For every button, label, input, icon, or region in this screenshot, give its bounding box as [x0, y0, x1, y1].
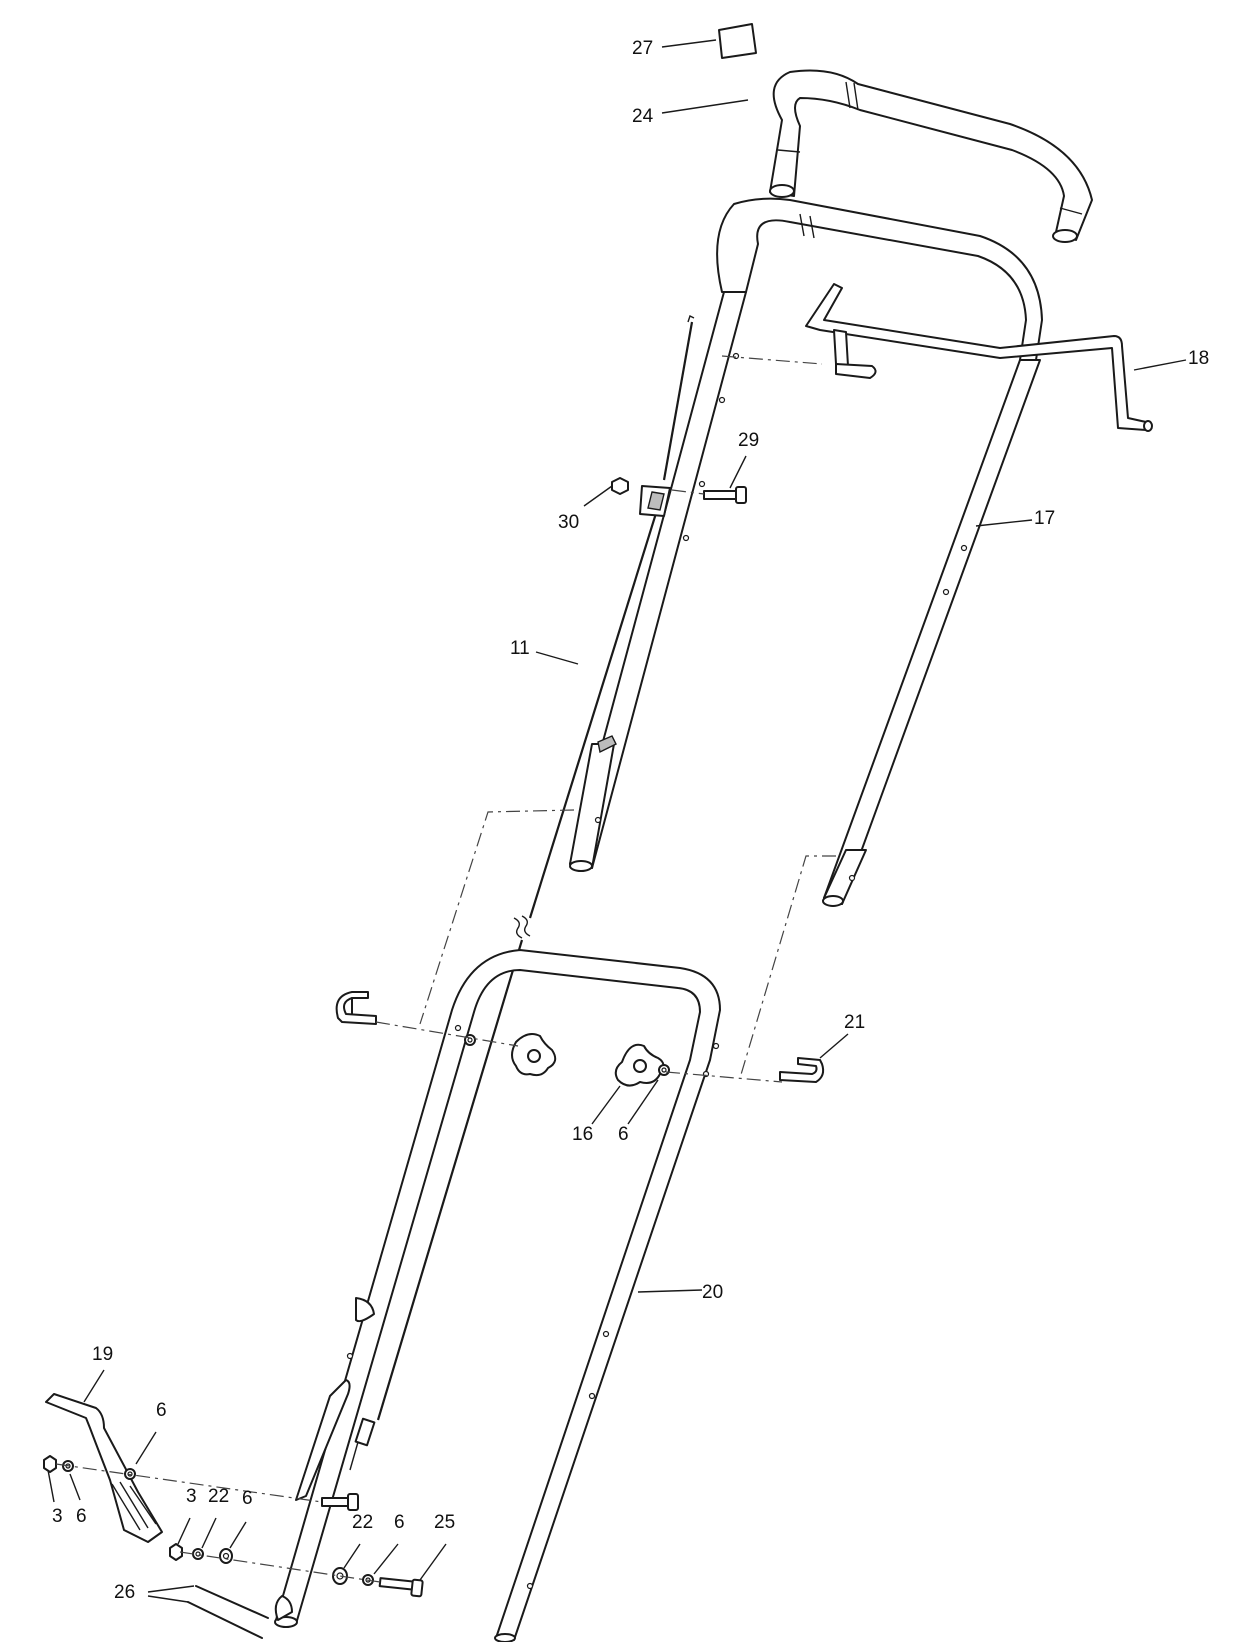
callout-25: 25 — [434, 1512, 455, 1533]
bolt-bracket-mount — [321, 1493, 359, 1511]
callout-20: 20 — [702, 1282, 723, 1303]
part-21-u-bolt-left — [335, 991, 377, 1025]
part-26-cable-ties — [187, 1585, 269, 1639]
callout-6-knob: 6 — [618, 1124, 629, 1145]
callout-30: 30 — [558, 512, 579, 533]
part-19-cable-bracket — [45, 1393, 163, 1543]
part-22-spacer-left — [192, 1548, 204, 1560]
callout-3-left: 3 — [52, 1506, 63, 1527]
part-6-washer-lower-left — [219, 1548, 233, 1564]
part-22-spacer-right — [332, 1567, 348, 1585]
part-25-bolt — [378, 1577, 424, 1598]
leader-lines — [47, 39, 1187, 1603]
callout-6-bracket: 6 — [156, 1400, 167, 1421]
part-17-upper-handle — [569, 197, 1043, 907]
part-24-grip — [769, 69, 1093, 243]
part-27-decal — [718, 23, 757, 59]
callout-24: 24 — [632, 106, 654, 127]
callout-3-lower: 3 — [186, 1486, 197, 1507]
part-11-control-cable — [349, 315, 695, 1471]
callout-6-lower-right: 6 — [394, 1512, 405, 1533]
part-20-lower-handle — [274, 949, 721, 1642]
callout-11: 11 — [510, 638, 530, 659]
callout-19: 19 — [92, 1344, 113, 1365]
part-21-u-bolt-right — [779, 1057, 825, 1083]
callout-22-left: 22 — [208, 1486, 229, 1507]
part-29-bolt — [703, 486, 747, 504]
callout-18: 18 — [1188, 348, 1209, 369]
part-30-cable-clip-nut — [611, 477, 671, 517]
callout-6-left: 6 — [76, 1506, 87, 1527]
part-18-control-bail — [805, 283, 1153, 432]
callout-29: 29 — [738, 430, 759, 451]
callout-6-lower-left: 6 — [242, 1488, 253, 1509]
part-3-nut-left — [43, 1455, 57, 1473]
callout-21: 21 — [844, 1012, 865, 1033]
part-6-washers-upper — [464, 1034, 670, 1076]
callout-labels: 27 24 18 29 30 17 11 21 16 6 20 19 6 3 6… — [52, 38, 1209, 1603]
assembly-lines — [55, 355, 836, 1583]
callout-17: 17 — [1034, 508, 1055, 529]
callout-22-right: 22 — [352, 1512, 373, 1533]
part-3-nut-lower — [169, 1543, 183, 1561]
part-16-knob-left — [511, 1033, 557, 1077]
callout-16: 16 — [572, 1124, 593, 1145]
callout-26: 26 — [114, 1582, 135, 1603]
part-16-knob-right — [614, 1043, 665, 1087]
callout-27: 27 — [632, 38, 653, 59]
